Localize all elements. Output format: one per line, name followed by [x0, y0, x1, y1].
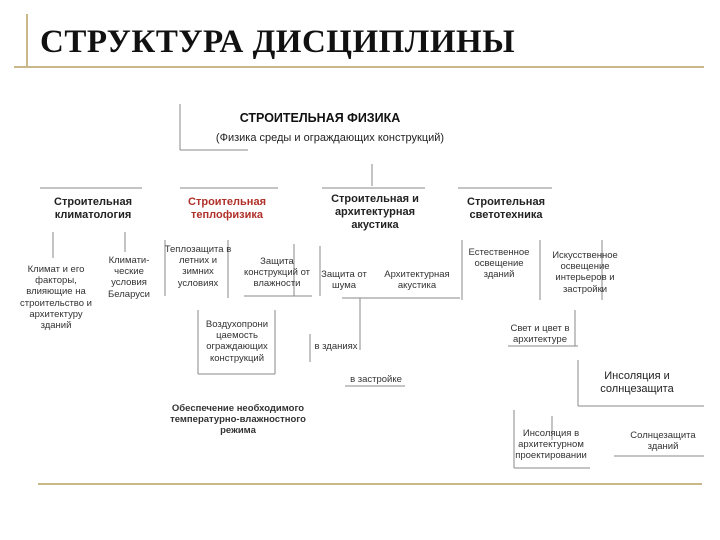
- climate-factors: Климат и его факторы, влияющие на строит…: [20, 264, 92, 332]
- noise-in-buildings: в зданиях: [314, 341, 358, 352]
- noise-in-development: в застройке: [350, 374, 402, 385]
- climate-regime: Обеспечение необходимого температурно-вл…: [170, 403, 306, 437]
- branch-thermophysics: Строительная теплофизика: [188, 196, 266, 221]
- climate-belarus: Климати-ческие условия Беларуси: [108, 255, 150, 300]
- branch-lighting: Строительная светотехника: [467, 196, 545, 221]
- branch-climatology: Строительная климатология: [54, 196, 132, 221]
- frame-bottom-line: [38, 483, 702, 485]
- root-subtitle: (Физика среды и ограждающих конструкций): [215, 132, 445, 144]
- natural-lighting: Естественное освещение зданий: [468, 247, 530, 281]
- solar-shading: Солнцезащита зданий: [630, 430, 696, 453]
- frame-vertical-line: [26, 14, 28, 66]
- branch-acoustics: Строительная и архитектурная акустика: [331, 193, 419, 231]
- moisture-protection: Защита конструкций от влажности: [243, 256, 311, 290]
- slide-title: СТРУКТУРА ДИСЦИПЛИНЫ: [40, 24, 516, 60]
- light-color: Свет и цвет в архитектуре: [510, 323, 570, 346]
- architectural-acoustics: Архитектурная акустика: [384, 269, 450, 292]
- thermal-protection: Теплозащита в летних и зимних условиях: [164, 244, 232, 289]
- air-permeability: Воздухопрони цаемость ограждающих констр…: [205, 319, 269, 364]
- insolation-design: Инсоляция в архитектурном проектировании: [515, 428, 587, 462]
- root-title: СТРОИТЕЛЬНАЯ ФИЗИКА: [239, 111, 401, 125]
- noise-protection: Защита от шума: [321, 269, 367, 292]
- frame-horizontal-line: [14, 66, 704, 68]
- artificial-lighting: Искусственное освещение интерьеров и зас…: [552, 250, 618, 295]
- insolation-shading: Инсоляция и солнцезащита: [600, 370, 674, 395]
